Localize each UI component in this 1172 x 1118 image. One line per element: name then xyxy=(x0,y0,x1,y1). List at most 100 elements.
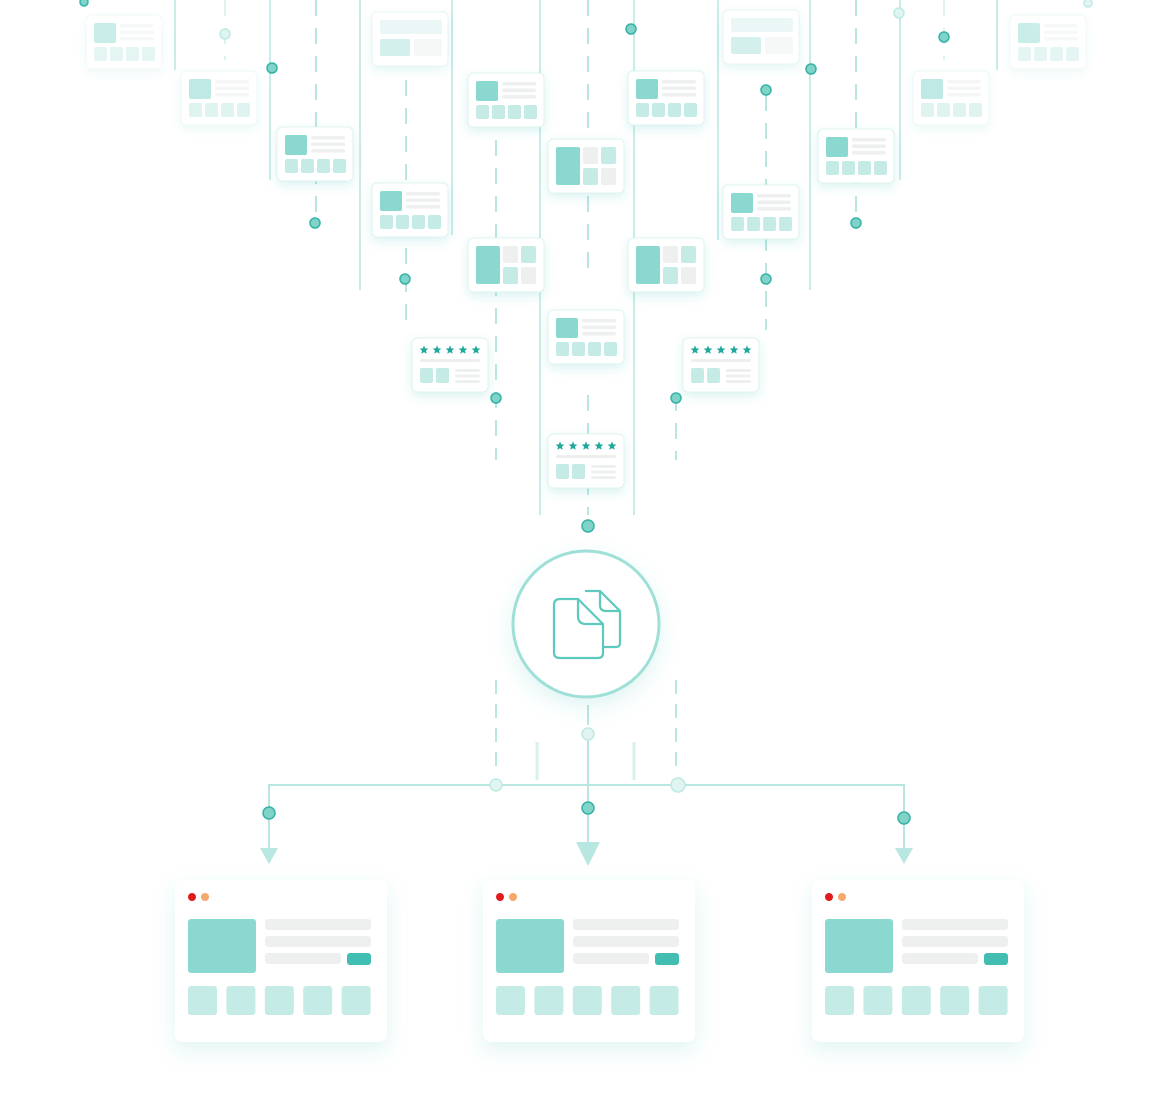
grid-cell xyxy=(503,246,518,263)
text-line xyxy=(852,138,886,142)
connector-dot xyxy=(219,28,231,40)
thumb-block xyxy=(707,368,720,383)
thumb-block xyxy=(826,161,839,175)
cta-button xyxy=(347,953,371,965)
thumb-block xyxy=(396,215,409,229)
text-line xyxy=(591,470,616,474)
template-card xyxy=(627,70,705,126)
thumb-block xyxy=(303,986,333,1015)
connector-dot xyxy=(79,0,89,7)
window-dot-orange xyxy=(201,893,209,901)
star-icon xyxy=(716,345,726,354)
template-card xyxy=(722,184,800,240)
thumb-block xyxy=(1034,47,1047,61)
thumb-block xyxy=(937,103,950,117)
template-card xyxy=(1009,14,1087,70)
text-line xyxy=(311,136,345,140)
grid-cell xyxy=(601,168,616,185)
text-line xyxy=(852,144,886,148)
text-line xyxy=(120,37,154,41)
thumb-block xyxy=(476,105,489,119)
template-card xyxy=(180,70,258,126)
arrowhead xyxy=(895,848,913,864)
template-card xyxy=(547,309,625,365)
star-icon xyxy=(568,441,578,450)
grid-cell xyxy=(681,267,696,284)
thumb-block xyxy=(556,464,569,479)
thumb-block xyxy=(604,342,617,356)
template-card xyxy=(682,337,760,393)
image-block xyxy=(94,23,116,43)
image-block xyxy=(556,318,578,338)
connector-dot xyxy=(266,62,278,74)
connector-dot xyxy=(850,217,862,229)
output-pages xyxy=(175,880,1024,1042)
star-icon xyxy=(471,345,481,354)
text-line xyxy=(455,374,480,378)
text-line xyxy=(662,80,696,84)
thumb-block xyxy=(126,47,139,61)
star-icon xyxy=(458,345,468,354)
template-cards xyxy=(85,9,1087,489)
thumb-block xyxy=(110,47,123,61)
text-line xyxy=(757,194,791,198)
thumb-block xyxy=(94,47,107,61)
connector-dot xyxy=(805,63,817,75)
text-line xyxy=(591,465,616,468)
card-body xyxy=(1009,14,1087,70)
text-line xyxy=(215,80,249,84)
text-line xyxy=(582,319,616,323)
grid-cell xyxy=(503,267,518,284)
grid-cell xyxy=(681,246,696,263)
thumb-block xyxy=(436,368,449,383)
text-line xyxy=(573,936,679,947)
grid-cell xyxy=(521,267,536,284)
star-icon xyxy=(594,441,604,450)
template-card xyxy=(722,9,800,65)
thumb-block xyxy=(636,103,649,117)
connector-dot xyxy=(309,217,321,229)
template-card xyxy=(547,433,625,489)
grid-cell xyxy=(601,147,616,164)
thumb-block xyxy=(341,986,371,1015)
text-line xyxy=(1044,30,1078,34)
thumb-block xyxy=(953,103,966,117)
image-block xyxy=(636,79,658,99)
thumb-block xyxy=(420,368,433,383)
thumb-block xyxy=(572,986,602,1015)
thumb-block xyxy=(874,161,887,175)
connector-dot xyxy=(760,273,772,285)
thumb-block xyxy=(496,986,525,1015)
template-card xyxy=(912,70,990,126)
thumb-block xyxy=(684,103,697,117)
image-block xyxy=(826,137,848,157)
image-block xyxy=(476,81,498,101)
template-card xyxy=(411,337,489,393)
text-line xyxy=(947,93,981,97)
thumb-block xyxy=(237,103,250,117)
text-line xyxy=(265,919,371,930)
text-line xyxy=(947,86,981,90)
image-block xyxy=(380,191,402,211)
text-line xyxy=(726,374,751,378)
text-line xyxy=(591,476,616,479)
output-page xyxy=(483,880,695,1042)
thumb-block xyxy=(858,161,871,175)
text-line xyxy=(556,455,616,458)
image-block xyxy=(476,246,500,284)
text-block xyxy=(414,39,442,56)
text-line xyxy=(757,207,791,211)
star-icon xyxy=(555,441,565,450)
thumb-block xyxy=(572,464,585,479)
star-icon xyxy=(419,345,429,354)
star-icon xyxy=(607,441,617,450)
connector-dot xyxy=(670,392,682,404)
window-dot-red xyxy=(825,893,833,901)
thumb-block xyxy=(1018,47,1031,61)
connector-dot xyxy=(581,519,595,533)
banner-block xyxy=(731,18,793,32)
hub-circle xyxy=(511,549,661,699)
grid-cell xyxy=(663,246,678,263)
front-page-fold xyxy=(576,597,605,626)
text-line xyxy=(573,919,679,930)
